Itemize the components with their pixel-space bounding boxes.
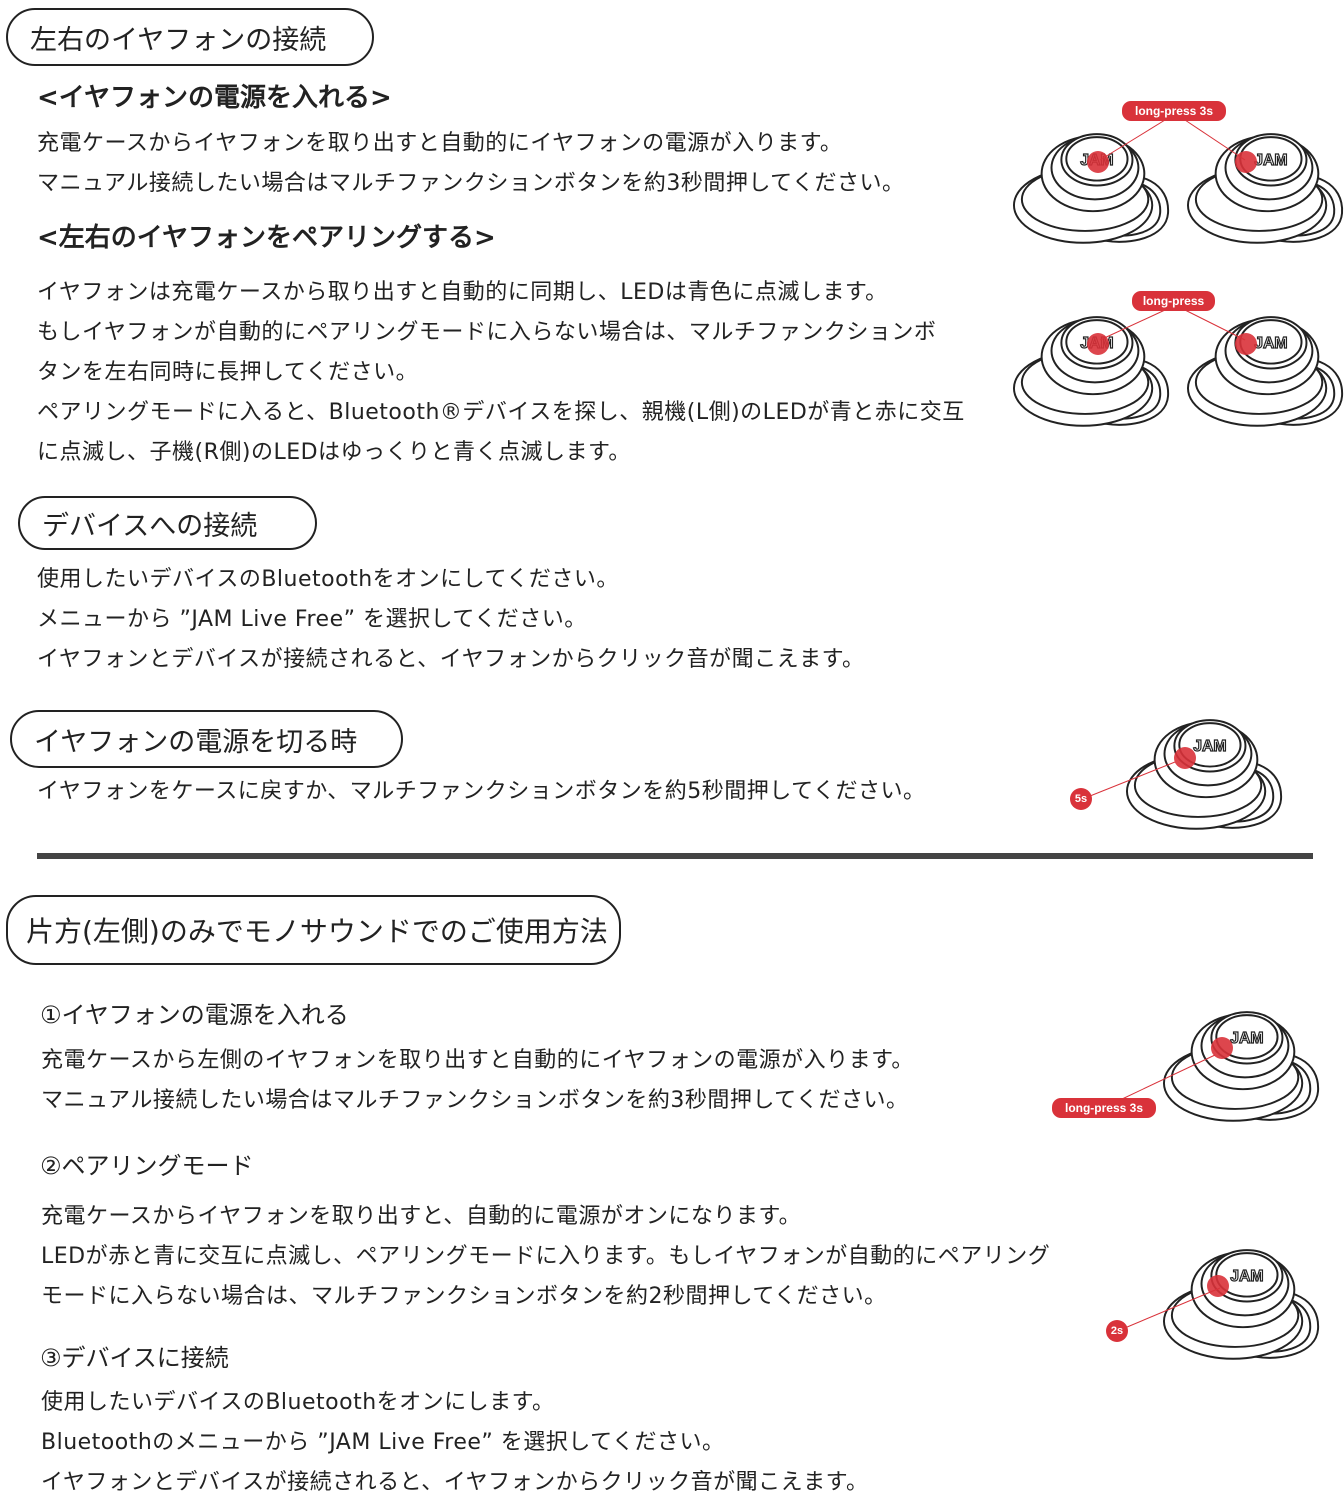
step3-heading: ③デバイスに接続 (40, 1344, 229, 1372)
pointer-line (1084, 761, 1176, 799)
earbud-illustration (1125, 710, 1283, 834)
text-line: モードに入らない場合は、マルチファンクションボタンを約2秒間押してください。 (41, 1284, 887, 1309)
heading-power-on: <イヤフォンの電源を入れる> (37, 83, 392, 113)
text-line: タンを左右同時に長押してください。 (37, 360, 419, 385)
section-title-left-right-connection: 左右のイヤフォンの接続 (6, 8, 374, 66)
text-line: イヤフォンとデバイスが接続されると、イヤフォンからクリック音が聞こえます。 (37, 647, 865, 672)
text-line: LEDが赤と青に交互に点滅し、ペアリングモードに入ります。もしイヤフォンが自動的… (41, 1244, 1051, 1269)
text-line: に点滅し、子機(R側)のLEDはゆっくりと青く点滅します。 (37, 440, 631, 465)
long-press-label: long-press (1132, 291, 1215, 311)
step2-heading: ②ペアリングモード (40, 1152, 254, 1180)
step1-heading: ①イヤフォンの電源を入れる (40, 1001, 349, 1029)
pointer-lines (1099, 119, 1246, 161)
text-line: イヤフォンをケースに戻すか、マルチファンクションボタンを約5秒間押してください。 (37, 779, 926, 804)
text-line: 充電ケースからイヤフォンを取り出すと自動的にイヤフォンの電源が入ります。 (37, 131, 843, 156)
text-line: メニューから ”JAM Live Free” を選択してください。 (37, 607, 587, 632)
section-divider (37, 853, 1313, 859)
section-title-mono-sound: 片方(左側)のみでモノサウンドでのご使用方法 (6, 895, 621, 965)
long-press-3s-label: long-press 3s (1052, 1098, 1156, 1118)
long-press-3s-label: long-press 3s (1122, 101, 1226, 121)
text-line: 使用したいデバイスのBluetoothをオンにします。 (41, 1390, 555, 1415)
text-line: イヤフォンとデバイスが接続されると、イヤフォンからクリック音が聞こえます。 (41, 1470, 869, 1495)
section-title-power-off: イヤフォンの電源を切る時 (10, 710, 403, 768)
text-line: イヤフォンは充電ケースから取り出すと自動的に同期し、LEDは青色に点滅します。 (37, 280, 888, 305)
heading-pairing: <左右のイヤフォンをペアリングする> (37, 223, 496, 253)
text-line: マニュアル接続したい場合はマルチファンクションボタンを約3秒間押してください。 (37, 171, 905, 196)
2s-label: 2s (1106, 1320, 1128, 1342)
text-line: 充電ケースから左側のイヤフォンを取り出すと自動的にイヤフォンの電源が入ります。 (41, 1048, 914, 1073)
earbud-illustration (1162, 1002, 1320, 1126)
pointer-line (1119, 1287, 1221, 1331)
pointer-line (1119, 1054, 1216, 1101)
pointer-lines (1099, 309, 1246, 341)
text-line: マニュアル接続したい場合はマルチファンクションボタンを約3秒間押してください。 (41, 1088, 909, 1113)
left-earbud-illustration (1012, 124, 1170, 248)
text-line: 充電ケースからイヤフォンを取り出すと、自動的に電源がオンになります。 (41, 1204, 802, 1229)
text-line: 使用したいデバイスのBluetoothをオンにしてください。 (37, 567, 619, 592)
text-line: ペアリングモードに入ると、Bluetooth®デバイスを探し、親機(L側)のLE… (37, 400, 965, 425)
section-title-device-connection: デバイスへの接続 (18, 496, 317, 550)
text-line: もしイヤフォンが自動的にペアリングモードに入らない場合は、マルチファンクションボ (37, 320, 937, 345)
text-line: Bluetoothのメニューから ”JAM Live Free” を選択してくだ… (41, 1430, 725, 1455)
right-earbud-illustration (1186, 307, 1344, 431)
5s-label: 5s (1070, 788, 1092, 810)
